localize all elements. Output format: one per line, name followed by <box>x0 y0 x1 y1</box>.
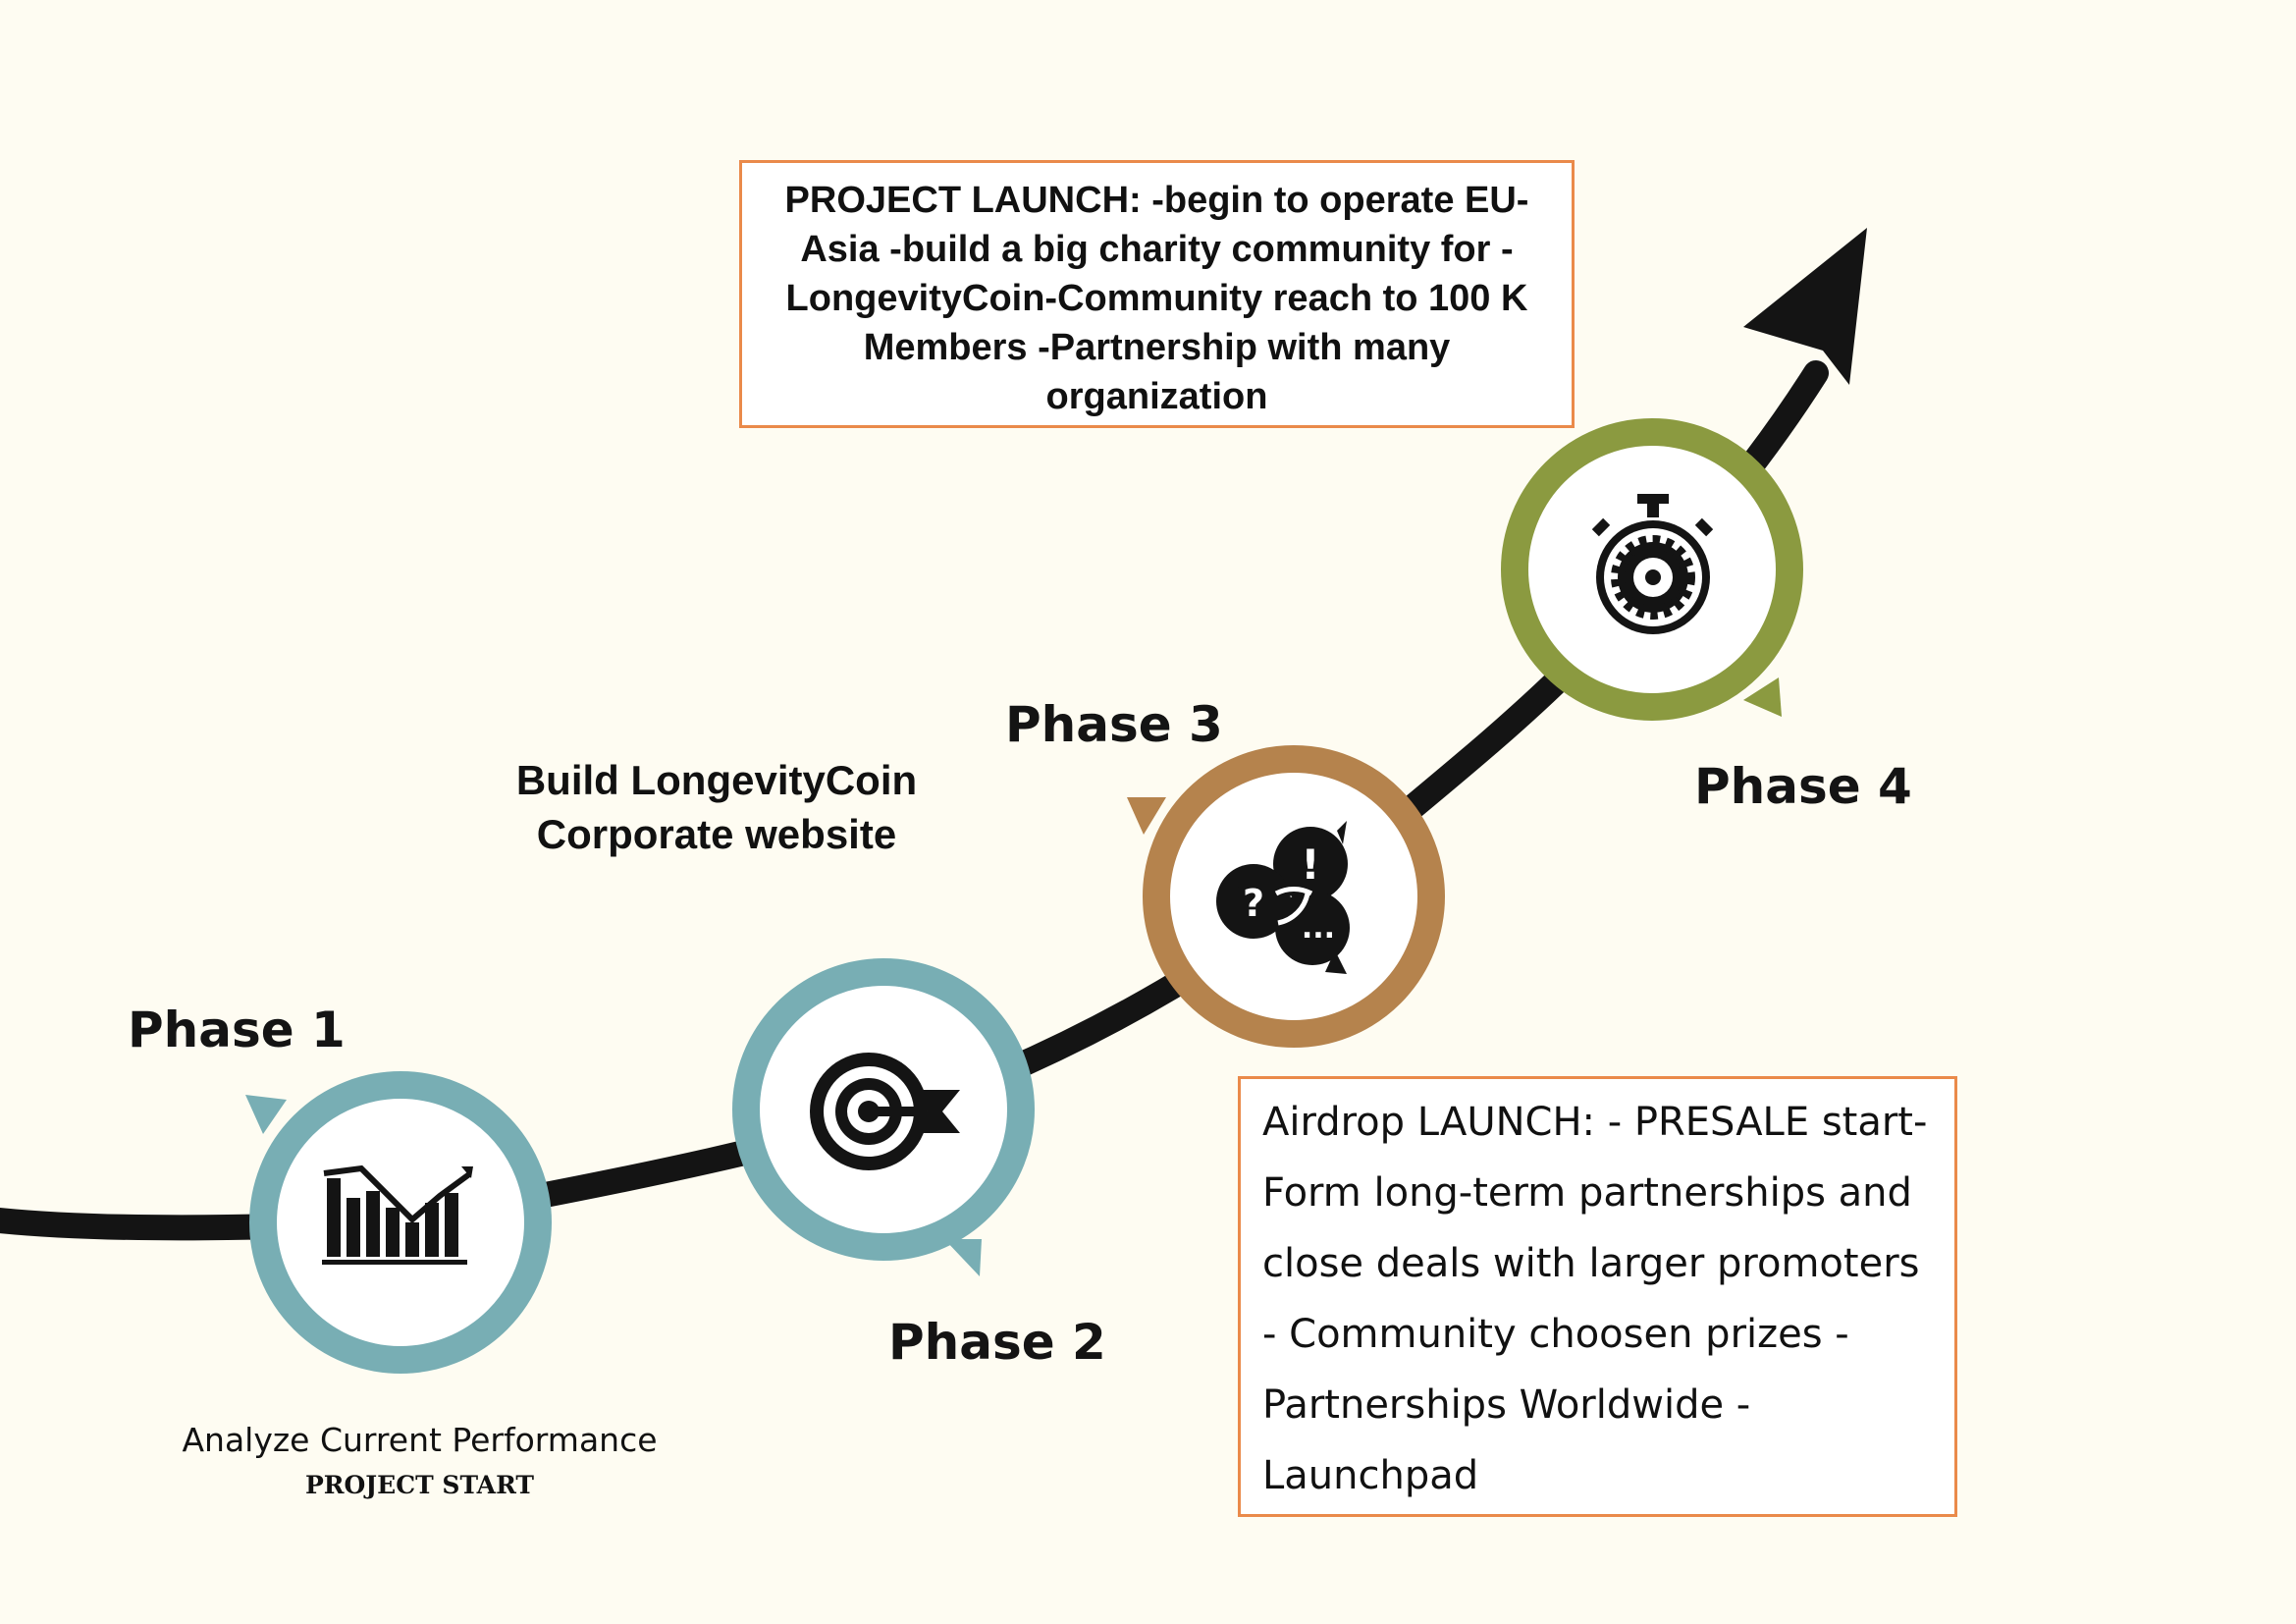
phase-3-pointer <box>1127 797 1166 835</box>
airdrop-launch-line: Airdrop LAUNCH: - PRESALE start- <box>1262 1100 1928 1145</box>
phase-3-node: ! ? ... <box>1127 745 1445 1048</box>
phase-3-label: Phase 3 <box>1005 696 1223 753</box>
analyze-caption: Analyze Current Performance <box>182 1421 658 1459</box>
stopwatch-gear-icon <box>1591 494 1714 634</box>
svg-text:?: ? <box>1243 882 1264 925</box>
airdrop-launch-box: Airdrop LAUNCH: - PRESALE start- Form lo… <box>1238 1076 1957 1517</box>
growth-chart-icon <box>322 1164 473 1265</box>
airdrop-launch-line: Launchpad <box>1262 1453 1479 1498</box>
phase-4-node <box>1501 418 1803 721</box>
phase-4-label: Phase 4 <box>1694 758 1912 815</box>
project-launch-box: PROJECT LAUNCH: -begin to operate EU- As… <box>739 160 1575 428</box>
phase-1-label: Phase 1 <box>128 1001 346 1058</box>
website-caption-line: Build LongevityCoin <box>515 757 918 803</box>
phase-2-label: Phase 2 <box>888 1314 1106 1371</box>
phase-2-node <box>732 958 1035 1276</box>
phase-1-node <box>245 1071 552 1374</box>
project-launch-line: Members -Partnership with many <box>863 327 1451 368</box>
phase-2-pointer <box>944 1239 982 1276</box>
arrow-head <box>1743 228 1867 385</box>
speech-bubbles-icon: ! ? ... <box>1216 821 1350 974</box>
airdrop-launch-line: close deals with larger promoters <box>1262 1241 1920 1286</box>
website-caption: Build LongevityCoin Corporate website <box>496 753 937 861</box>
project-start-caption: PROJECT START <box>304 1471 535 1499</box>
svg-text:...: ... <box>1302 911 1335 946</box>
airdrop-launch-line: - Community choosen prizes - <box>1262 1312 1849 1357</box>
airdrop-launch-line: Form long-term partnerships and <box>1262 1170 1912 1216</box>
project-launch-line: organization <box>1045 376 1268 417</box>
website-caption-line: Corporate website <box>536 811 897 857</box>
phase-4-pointer <box>1743 677 1782 717</box>
airdrop-launch-line: Partnerships Worldwide - <box>1262 1382 1751 1428</box>
project-launch-line: PROJECT LAUNCH: -begin to operate EU- <box>784 180 1529 221</box>
phase-1-pointer <box>245 1095 287 1134</box>
project-launch-line: LongevityCoin-Community reach to 100 K <box>785 278 1528 319</box>
target-arrow-icon <box>810 1053 960 1170</box>
svg-text:!: ! <box>1301 840 1319 889</box>
project-launch-line: Asia -build a big charity community for … <box>800 229 1514 270</box>
